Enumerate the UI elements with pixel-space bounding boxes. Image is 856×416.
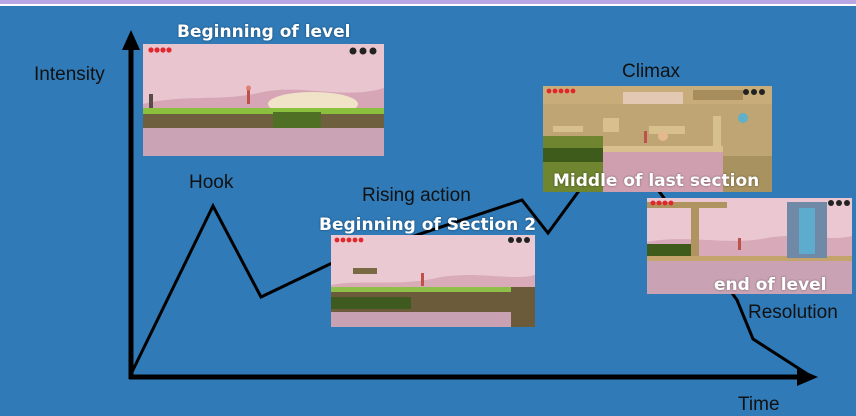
- top-border: [0, 0, 856, 4]
- caption-level-end: end of level: [714, 275, 827, 295]
- stage-label-hook: Hook: [189, 172, 234, 193]
- game-screenshot-last-section: [543, 86, 772, 192]
- game-screenshot-level-end: [647, 198, 852, 294]
- x-axis-label: Time: [738, 394, 780, 415]
- y-axis-label: Intensity: [34, 64, 105, 85]
- caption-last-section: Middle of last section: [553, 171, 760, 191]
- stage-label-climax: Climax: [622, 61, 681, 82]
- stage-label-rising-action: Rising action: [362, 185, 471, 206]
- game-screenshot-section-2: [331, 235, 535, 327]
- game-screenshot-level-start: [143, 44, 384, 156]
- caption-level-start: Beginning of level: [177, 22, 351, 42]
- caption-section-2: Beginning of Section 2: [319, 215, 537, 235]
- top-border-highlight: [0, 4, 856, 6]
- intensity-curve: [130, 133, 813, 379]
- stage-label-resolution: Resolution: [748, 302, 838, 323]
- y-axis-arrow-icon: [122, 30, 140, 50]
